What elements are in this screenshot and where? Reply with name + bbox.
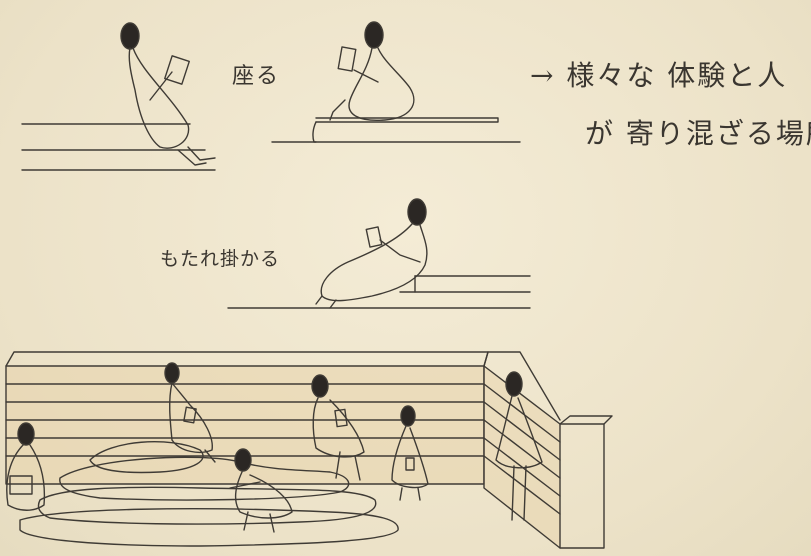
note-line-2: が 寄り混ざる場所: [585, 117, 811, 150]
plaza-people: [6, 362, 543, 533]
figure-sitting-reading: [120, 22, 216, 166]
label-sit: 座る: [232, 64, 281, 89]
label-lean: もたれ掛かる: [160, 248, 281, 270]
steps-left: [21, 123, 216, 171]
steps-middle: [227, 275, 531, 309]
figure-leaning: [315, 198, 428, 309]
ledge-middle: [271, 117, 521, 143]
plaza-steps: [19, 441, 399, 547]
note-line-1: → 様々な 体験と人: [530, 59, 788, 92]
figure-sitting-blob: [329, 21, 415, 122]
